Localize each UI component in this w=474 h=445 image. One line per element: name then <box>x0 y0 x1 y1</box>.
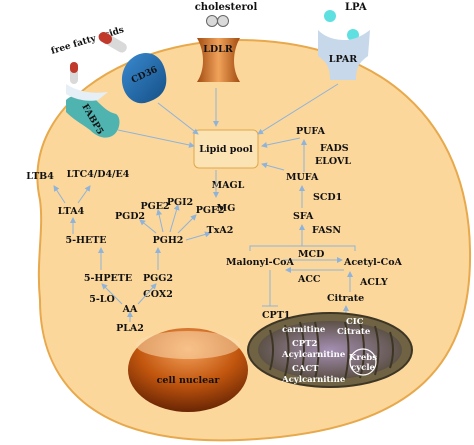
mufa-label: MUFA <box>286 172 319 183</box>
txa2-label: TxA2 <box>207 225 234 236</box>
cholesterol-label: cholesterol <box>195 2 258 13</box>
cpt2-label: CPT2 <box>292 339 317 349</box>
fasn-label: FASN <box>312 225 341 236</box>
pufa-label: PUFA <box>296 126 326 137</box>
aa-label: AA <box>122 304 138 315</box>
cpt1-label: CPT1 <box>262 310 290 321</box>
fasn-bracket <box>249 245 356 251</box>
pgi2-label: PGI2 <box>167 197 193 208</box>
arrow-mufa-to-lipid-pool <box>261 162 285 171</box>
fatty-acid-capsule-icon <box>98 32 127 53</box>
citrate-in-label: Citrate <box>337 327 371 337</box>
mcd-label: MCD <box>298 249 324 260</box>
cell-nucleus-opening <box>136 331 240 359</box>
pge2-label: PGE2 <box>140 201 169 212</box>
acylcarnitine-1-label: Acylcarnitine <box>281 350 346 360</box>
ldlr-label: LDLR <box>203 44 233 55</box>
cact-label: CACT <box>292 364 319 374</box>
pla2-label: PLA2 <box>116 323 144 334</box>
arrow-cd36-to-lipid-pool <box>157 102 199 135</box>
arrow-pgh2-to-pgi2 <box>169 204 180 233</box>
pgg2-label: PGG2 <box>143 273 173 284</box>
lpar-receptor-icon <box>318 30 370 80</box>
ltb4-label: LTB4 <box>26 171 54 182</box>
acylcarnitine-2-label: Acylcarnitine <box>281 375 346 385</box>
arrow-lta4-to-ltc4 <box>77 185 91 204</box>
acly-label: ACLY <box>359 277 388 288</box>
cycle-label: cycle <box>351 363 376 373</box>
krebs-cycle-circle <box>349 348 377 376</box>
mitochondrion-cristae <box>269 321 394 380</box>
hpete-label: 5-HPETE <box>84 273 132 284</box>
lpa-icon <box>324 10 359 41</box>
fads-label: FADS <box>320 143 349 154</box>
lipid-pool-label: Lipid pool <box>199 144 253 155</box>
ltc4-label: LTC4/D4/E4 <box>67 169 130 180</box>
cd36-receptor-icon <box>121 52 167 104</box>
arrow-pgh2-to-pgf2 <box>177 214 197 234</box>
arrow-fabp5-to-lipid-pool <box>117 129 195 148</box>
arrow-pgh2-to-txa2 <box>185 231 211 241</box>
arrow-pufa-to-lipid-pool <box>261 137 301 148</box>
arrow-lpar-to-lipid-pool <box>257 83 339 135</box>
cic-label: CIC <box>346 317 364 327</box>
arrow-aa-to-pgg2 <box>137 283 157 305</box>
hete-label: 5-HETE <box>65 235 106 246</box>
lta4-label: LTA4 <box>58 206 85 217</box>
mg-label: MG <box>217 203 236 214</box>
fabp5-icon <box>66 94 120 138</box>
acc-label: ACC <box>297 274 321 285</box>
cell-nuclear-label: cell nuclear <box>157 375 221 386</box>
arrow-aa-to-hpete <box>101 283 123 305</box>
cholesterol-icon <box>206 15 229 27</box>
lpar-label: LPAR <box>329 54 358 65</box>
arrow-pgh2-to-pgd2 <box>139 219 157 234</box>
citrate-out-label: Citrate <box>327 293 364 304</box>
magl-label: MAGL <box>212 180 245 191</box>
elovl-label: ELOVL <box>315 156 351 167</box>
arrow-lta4-to-ltb4 <box>53 185 66 204</box>
acetyl-coa-label: Acetyl-CoA <box>343 257 403 268</box>
carnitine-label: carnitine <box>282 325 326 335</box>
fatty-acid-capsule-icon <box>70 62 78 84</box>
mitochondrion-inner <box>258 321 402 379</box>
pgf2-label: PGF2 <box>196 205 225 216</box>
arrow-pgh2-to-pge2 <box>156 209 164 233</box>
lipid-pool-box <box>193 129 259 169</box>
cox2-label: COX2 <box>143 289 173 300</box>
pgh2-label: PGH2 <box>153 235 184 246</box>
krebs-label: Krebs <box>349 353 377 363</box>
scd1-label: SCD1 <box>313 192 342 203</box>
lo-label: 5-LO <box>89 294 115 305</box>
ldlr-receptor-icon <box>197 38 240 82</box>
sfa-label: SFA <box>293 211 314 222</box>
malonyl-coa-label: Malonyl-CoA <box>226 257 294 268</box>
fabp5-shell-icon <box>66 84 108 101</box>
lpa-label: LPA <box>345 2 367 13</box>
pgd2-label: PGD2 <box>115 211 145 222</box>
